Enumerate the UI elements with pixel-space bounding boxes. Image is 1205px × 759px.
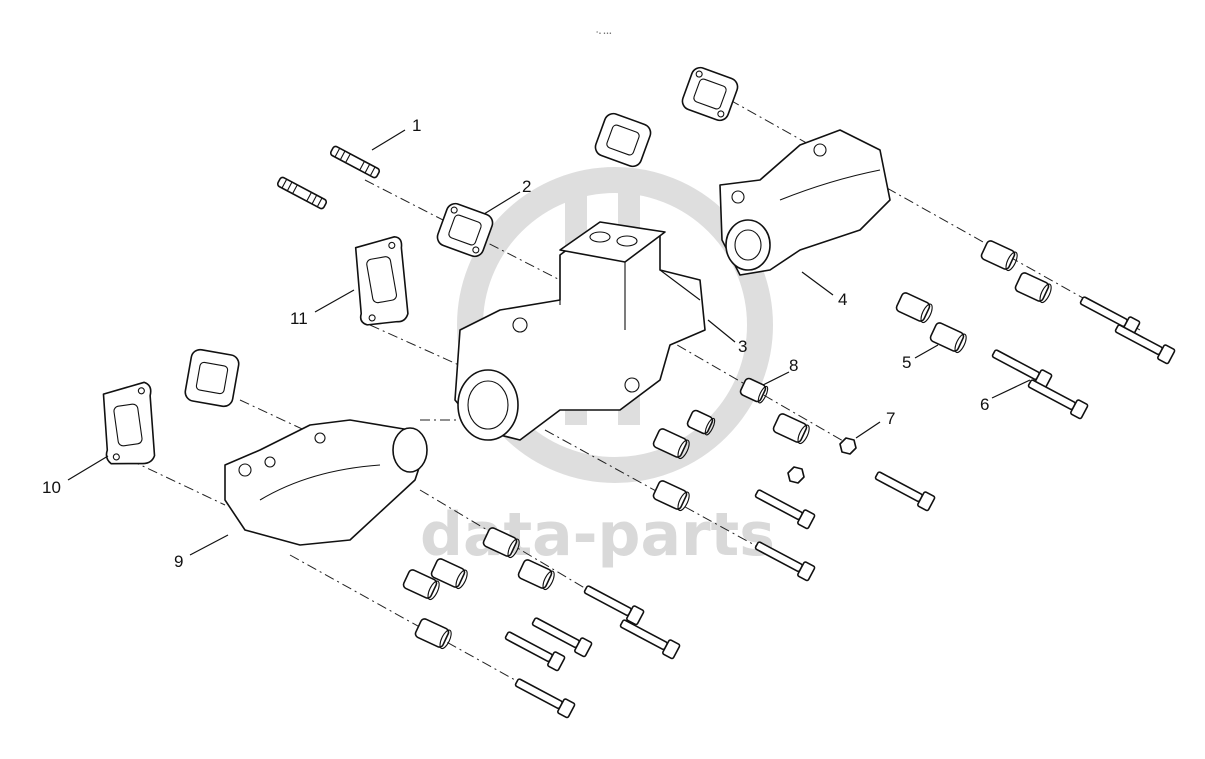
- elbow-part-4: [719, 129, 891, 276]
- callout-1: 1: [412, 116, 421, 135]
- callout-8: 8: [789, 356, 798, 375]
- leader-lines: [67, 129, 1031, 556]
- callout-11: 11: [290, 309, 308, 328]
- gasket-part-10: [102, 381, 156, 465]
- callout-9: 9: [174, 552, 183, 571]
- bolts-part-6: [504, 296, 1176, 719]
- callout-7: 7: [886, 409, 895, 428]
- gasket-part-2: [436, 202, 494, 258]
- gasket-upper-b: [681, 66, 739, 122]
- gasket-upper-a: [594, 112, 652, 168]
- watermark-text: data-parts: [420, 500, 775, 570]
- callout-10: 10: [42, 478, 61, 497]
- header-mark: °• •••: [596, 31, 612, 37]
- housing-part-3: [454, 221, 706, 441]
- gasket-part-11: [354, 236, 409, 326]
- callout-5: 5: [902, 353, 911, 372]
- callout-3: 3: [738, 337, 747, 356]
- elbow-part-9: [224, 419, 428, 546]
- sleeves: [402, 240, 1052, 650]
- gasket-left-upper: [184, 348, 240, 408]
- callout-6: 6: [980, 395, 989, 414]
- stud-part-1: [276, 145, 381, 210]
- nuts-part-7: [787, 437, 857, 484]
- callout-labels: 1 2 3 4 5 6 7 8 9 10 11: [42, 116, 989, 571]
- callout-2: 2: [522, 177, 531, 196]
- callout-4: 4: [838, 290, 847, 309]
